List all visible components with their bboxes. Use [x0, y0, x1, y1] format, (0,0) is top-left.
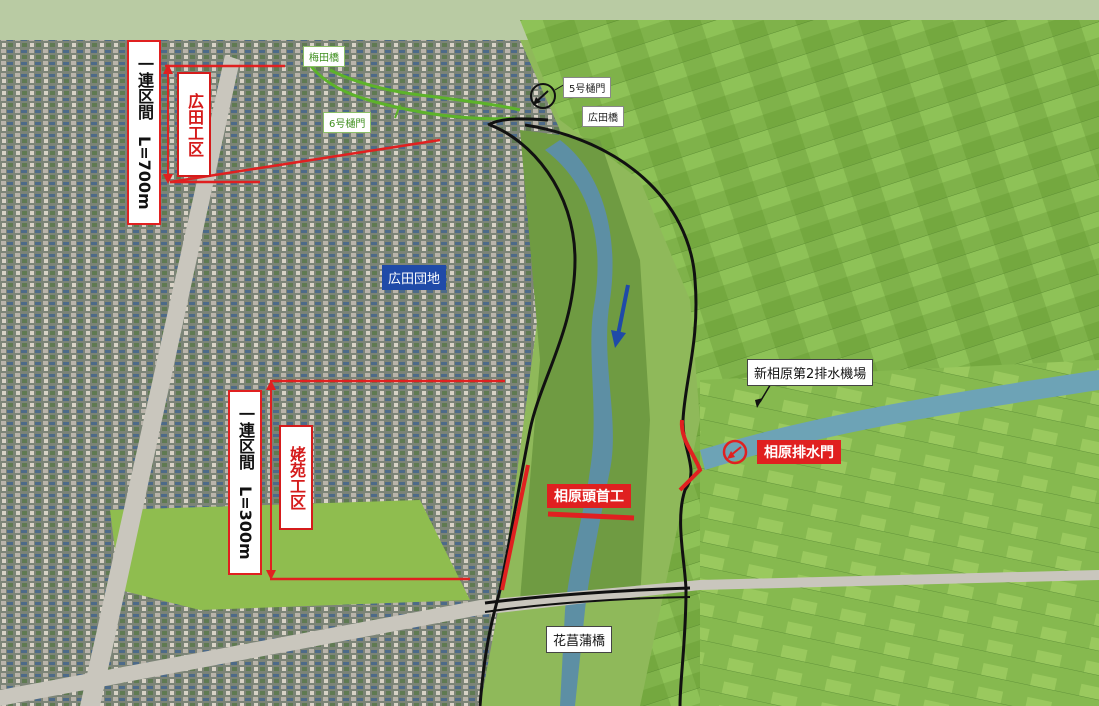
waen-section-label: 姥苑工区 — [279, 425, 313, 530]
sluice-5-label: 5号樋門 — [563, 77, 612, 98]
bridge-line — [484, 586, 691, 605]
sluice-5-marker — [530, 83, 556, 109]
left-levee-line — [478, 123, 577, 706]
sluice-6-label: 6号樋門 — [323, 112, 372, 133]
hirota-section-span: 一連区間 L=700m — [127, 40, 161, 225]
right-levee-line — [524, 123, 698, 706]
hirota-danchi-label: 広田団地 — [382, 265, 447, 290]
pump-station-label: 新相原第2排水機場 — [747, 359, 874, 386]
hirota-section-label: 広田工区 — [177, 72, 211, 177]
hirota-bridge-label: 広田橋 — [582, 106, 624, 127]
hanashobu-bridge-label: 花菖蒲橋 — [546, 626, 613, 653]
flow-direction-arrow — [616, 284, 630, 336]
waen-section-span: 一連区間 L=300m — [228, 390, 262, 575]
head-works-label: 相原頭首工 — [547, 484, 631, 508]
aihara-gate-label: 相原排水門 — [757, 440, 841, 464]
aihara-gate-marker — [722, 439, 748, 465]
umeda-bridge-label: 梅田橋 — [303, 46, 345, 67]
upstream-channel-line — [308, 64, 516, 121]
